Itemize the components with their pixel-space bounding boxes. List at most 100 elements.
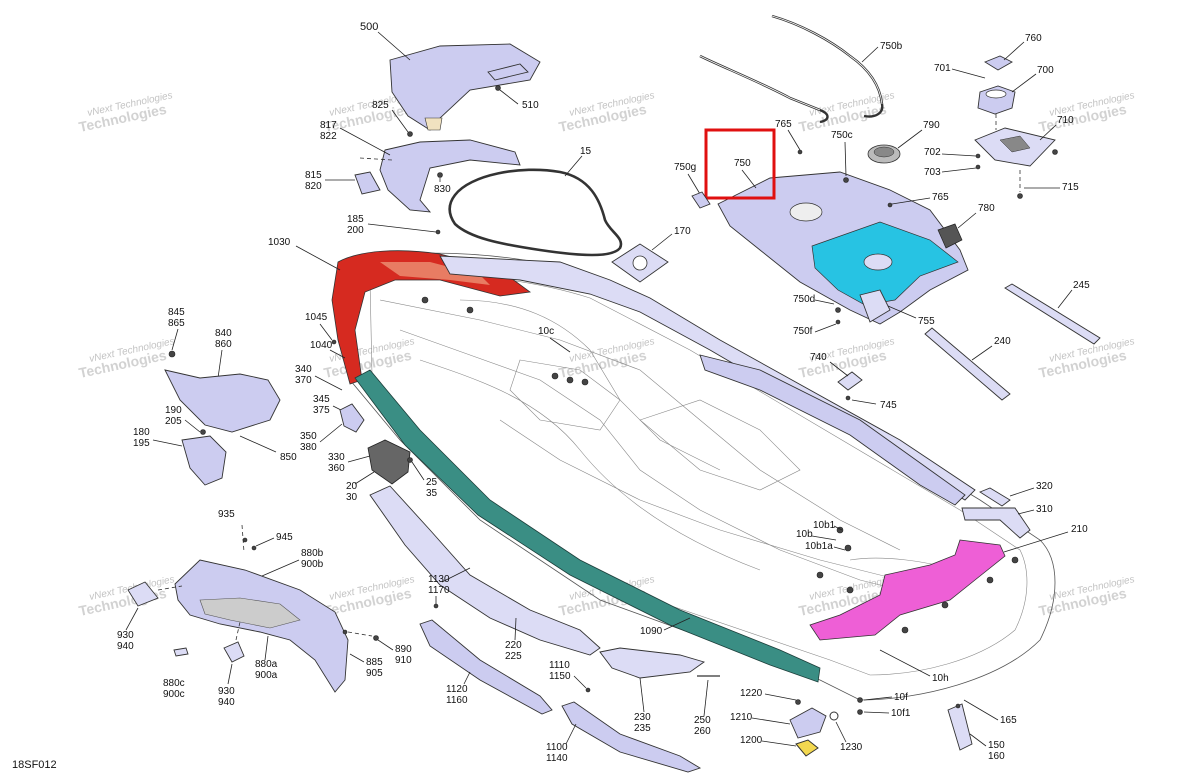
bracket-180 [181, 435, 227, 486]
label-765: 765 [932, 192, 949, 203]
label-825: 825 [372, 100, 389, 111]
leader-line [833, 525, 843, 531]
label-370: 370 [295, 375, 312, 386]
label-250: 250 [694, 715, 711, 726]
footrest-bracket-20 [367, 439, 411, 485]
label-180: 180 [133, 427, 150, 438]
leader-line [703, 679, 709, 717]
leader-line [329, 349, 346, 359]
screw-icon [1017, 193, 1023, 199]
part-170-group: 170 [611, 226, 691, 283]
seal-gasket-inner [454, 174, 616, 251]
label-935: 935 [218, 509, 235, 520]
label-885: 885 [366, 657, 383, 668]
label-230: 230 [634, 712, 651, 723]
cover-clip [487, 63, 529, 81]
rubstrake-1090 [354, 369, 821, 683]
label-190: 190 [165, 405, 182, 416]
fastener-icon [551, 372, 559, 380]
bracket-350 [339, 403, 365, 433]
leader-line [844, 141, 847, 177]
screw-icon [200, 429, 206, 435]
leader-line [391, 109, 409, 133]
leader-line [499, 89, 519, 105]
leader-line [969, 733, 987, 747]
label-350: 350 [300, 431, 317, 442]
leader-line [227, 663, 233, 685]
leader-line [152, 439, 183, 447]
label-1160: 1160 [446, 695, 468, 706]
panel-recess [199, 597, 301, 629]
label-360: 360 [328, 463, 345, 474]
part-880-group: 935 945 880b 900b 930 940 890 910 885 90… [117, 509, 412, 708]
label-245: 245 [1073, 280, 1090, 291]
screw-icon [795, 699, 801, 705]
label-701: 701 [934, 63, 951, 74]
side-rail-pad [699, 354, 966, 506]
leader-line [339, 127, 391, 156]
screw-icon [887, 202, 893, 208]
label-200: 200 [347, 225, 364, 236]
label-35: 35 [426, 488, 438, 499]
cable-inner [771, 15, 883, 105]
front-bumper-highlight [380, 262, 490, 285]
label-1170: 1170 [428, 585, 450, 596]
fastener-icon [816, 571, 824, 579]
label-750: 750 [734, 158, 751, 169]
side-panel-840 [164, 369, 281, 433]
fastener-icon [566, 376, 574, 384]
clip-930b [223, 641, 245, 663]
screw-icon [975, 153, 981, 159]
label-380: 380 [300, 442, 317, 453]
label-150: 150 [988, 740, 1005, 751]
label-500: 500 [360, 21, 378, 33]
hull-assembly [331, 250, 1056, 701]
screw-icon [433, 603, 439, 609]
label-905: 905 [366, 668, 383, 679]
rear-mat-210 [809, 539, 1006, 641]
cable-inner [699, 55, 821, 111]
leader-line [741, 169, 757, 189]
leader-line [1009, 487, 1035, 497]
leader-line [241, 524, 245, 553]
leader-line [514, 617, 517, 641]
screw-icon [857, 709, 863, 715]
label-1030: 1030 [268, 237, 291, 248]
leader-line [377, 31, 411, 61]
label-1230: 1230 [840, 742, 863, 753]
hull-deck-line [459, 299, 721, 471]
fastener-icon [421, 296, 429, 304]
screw-icon [342, 629, 348, 635]
ring-1230 [829, 711, 839, 721]
part-1210-group: 1220 1210 1200 1230 [730, 688, 863, 757]
label-930: 930 [218, 686, 235, 697]
leader-line [463, 671, 471, 685]
label-840: 840 [215, 328, 232, 339]
leader-line [941, 167, 977, 173]
fastener-icon [901, 626, 909, 634]
leader-line [377, 639, 394, 651]
label-1200: 1200 [740, 735, 763, 746]
label-940: 940 [117, 641, 134, 652]
leader-line [1017, 509, 1035, 515]
leader-line [347, 455, 371, 463]
leader-line [687, 173, 701, 195]
leader-line [171, 328, 179, 351]
fastener-icon [581, 378, 589, 386]
step-mat-220 [369, 485, 601, 656]
label-900b: 900b [301, 559, 324, 570]
leader-line [963, 699, 999, 721]
part-740-group: 740 745 [810, 352, 897, 411]
cover-tab [424, 117, 443, 131]
hull-footwell [509, 359, 621, 431]
leader-line [255, 537, 275, 547]
pad-230 [599, 647, 706, 679]
screw-icon [857, 697, 863, 703]
screw-icon [242, 537, 248, 543]
leader-line [764, 693, 797, 701]
bumper-780 [937, 223, 963, 249]
label-780: 780 [978, 203, 995, 214]
screw-icon [1052, 149, 1058, 155]
hull-deck-line [399, 329, 941, 601]
